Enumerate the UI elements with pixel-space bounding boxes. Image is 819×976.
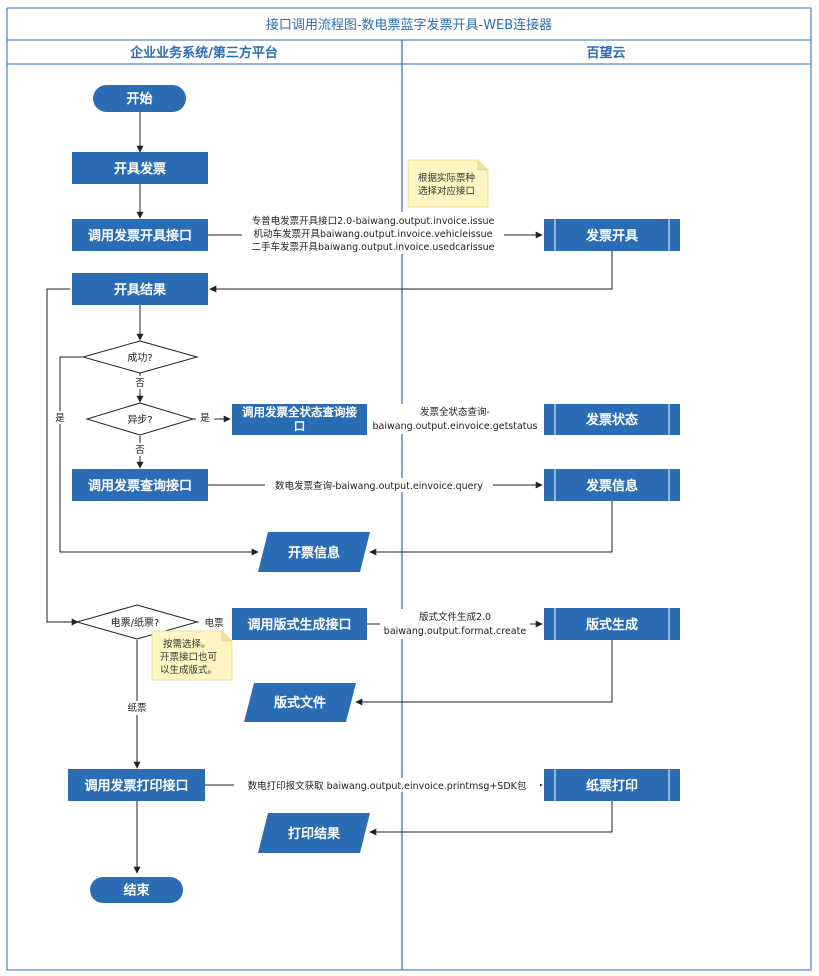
svg-text:调用发票开具接口: 调用发票开具接口 <box>88 228 192 244</box>
decision-elec-paper: 电票/纸票? <box>75 604 199 640</box>
svg-text:成功?: 成功? <box>127 352 152 364</box>
svg-text:异步?: 异步? <box>127 414 152 426</box>
edge-rprint-result <box>369 801 613 836</box>
svg-text:开票接口也可: 开票接口也可 <box>160 651 217 663</box>
label-issue-3: 二手车发票开具baiwang.output.invoice.usedcariss… <box>251 241 494 253</box>
label-query: 数电发票查询-baiwang.output.einvoice.query <box>275 480 483 492</box>
svg-text:按需选择。: 按需选择。 <box>163 638 211 650</box>
svg-text:结束: 结束 <box>123 883 150 899</box>
svg-text:版式生成: 版式生成 <box>586 617 638 633</box>
label-status-1: 发票全状态查询- <box>420 406 490 418</box>
node-call-issue-api: 调用发票开具接口 <box>72 219 208 251</box>
svg-text:调用版式生成接口: 调用版式生成接口 <box>247 617 351 633</box>
svg-text:纸票打印: 纸票打印 <box>586 778 638 794</box>
label-no-2: 否 <box>135 445 145 456</box>
label-format-1: 版式文件生成2.0 <box>419 611 491 623</box>
decision-async: 异步? <box>85 402 195 436</box>
node-call-format-api: 调用版式生成接口 <box>232 608 367 640</box>
svg-text:调用发票全状态查询接: 调用发票全状态查询接 <box>242 405 357 419</box>
doc-invoice-info: 开票信息 <box>258 532 370 572</box>
lane-label-right: 百望云 <box>586 45 625 61</box>
node-start: 开始 <box>93 85 186 112</box>
node-issue-invoice: 开具发票 <box>72 152 208 184</box>
svg-text:选择对应接口: 选择对应接口 <box>418 185 475 197</box>
edge-result-elecpaper <box>46 288 79 626</box>
edge-rformat-file <box>355 640 613 706</box>
doc-format-file: 版式文件 <box>244 683 356 722</box>
svg-text:调用发票查询接口: 调用发票查询接口 <box>88 478 192 494</box>
node-issue-result: 开具结果 <box>72 273 208 305</box>
svg-text:调用发票打印接口: 调用发票打印接口 <box>84 778 188 794</box>
diagram-title: 接口调用流程图-数电票蓝字发票开具-WEB连接器 <box>266 17 552 33</box>
lane-label-left: 企业业务系统/第三方平台 <box>129 45 278 61</box>
label-format-2: baiwang.output.format.create <box>384 626 527 637</box>
label-yes-success: 是 <box>55 413 65 424</box>
svg-text:口: 口 <box>294 419 306 433</box>
edge-labels: 专普电发票开具接口2.0-baiwang.output.invoice.issu… <box>55 215 537 792</box>
edge-rissue-result <box>209 251 613 293</box>
decision-success: 成功? <box>81 340 199 374</box>
svg-text:开票信息: 开票信息 <box>288 545 340 561</box>
note-optional-format: 按需选择。 开票接口也可 以生成版式。 <box>151 630 233 681</box>
node-end: 结束 <box>90 877 183 903</box>
svg-text:发票状态: 发票状态 <box>585 412 638 428</box>
svg-text:电票/纸票?: 电票/纸票? <box>111 616 160 629</box>
svg-text:发票信息: 发票信息 <box>585 478 638 494</box>
node-r-format: 版式生成 <box>544 608 680 640</box>
node-call-print-api: 调用发票打印接口 <box>68 769 205 801</box>
label-yes-async: 是 <box>200 413 210 424</box>
label-paper: 纸票 <box>127 702 147 714</box>
label-elec: 电票 <box>204 617 224 629</box>
svg-text:发票开具: 发票开具 <box>585 228 638 244</box>
node-call-status-api: 调用发票全状态查询接 口 <box>232 404 367 435</box>
svg-text:打印结果: 打印结果 <box>288 826 340 842</box>
node-call-query-api: 调用发票查询接口 <box>72 469 208 501</box>
node-r-status: 发票状态 <box>544 404 680 435</box>
node-r-issue: 发票开具 <box>544 219 680 251</box>
label-print: 数电打印报文获取 baiwang.output.einvoice.printms… <box>248 780 527 792</box>
edge-rinfo-invinfo <box>369 501 613 556</box>
label-no-1: 否 <box>135 378 145 389</box>
label-issue-2: 机动车发票开具baiwang.output.invoice.vehicleiss… <box>253 228 492 240</box>
node-r-print: 纸票打印 <box>544 769 680 801</box>
svg-text:开具结果: 开具结果 <box>114 282 166 298</box>
node-r-info: 发票信息 <box>544 469 680 501</box>
svg-text:开具发票: 开具发票 <box>114 161 166 177</box>
svg-text:以生成版式。: 以生成版式。 <box>160 664 217 676</box>
svg-text:版式文件: 版式文件 <box>274 695 326 711</box>
svg-text:根据实际票种: 根据实际票种 <box>418 172 475 184</box>
note-select-api: 根据实际票种 选择对应接口 <box>407 159 489 208</box>
label-issue-1: 专普电发票开具接口2.0-baiwang.output.invoice.issu… <box>252 215 495 227</box>
svg-text:开始: 开始 <box>126 91 152 107</box>
doc-print-result: 打印结果 <box>258 813 370 853</box>
edge-success-yes <box>59 356 259 556</box>
label-status-2: baiwang.output.einvoice.getstatus <box>373 421 538 432</box>
